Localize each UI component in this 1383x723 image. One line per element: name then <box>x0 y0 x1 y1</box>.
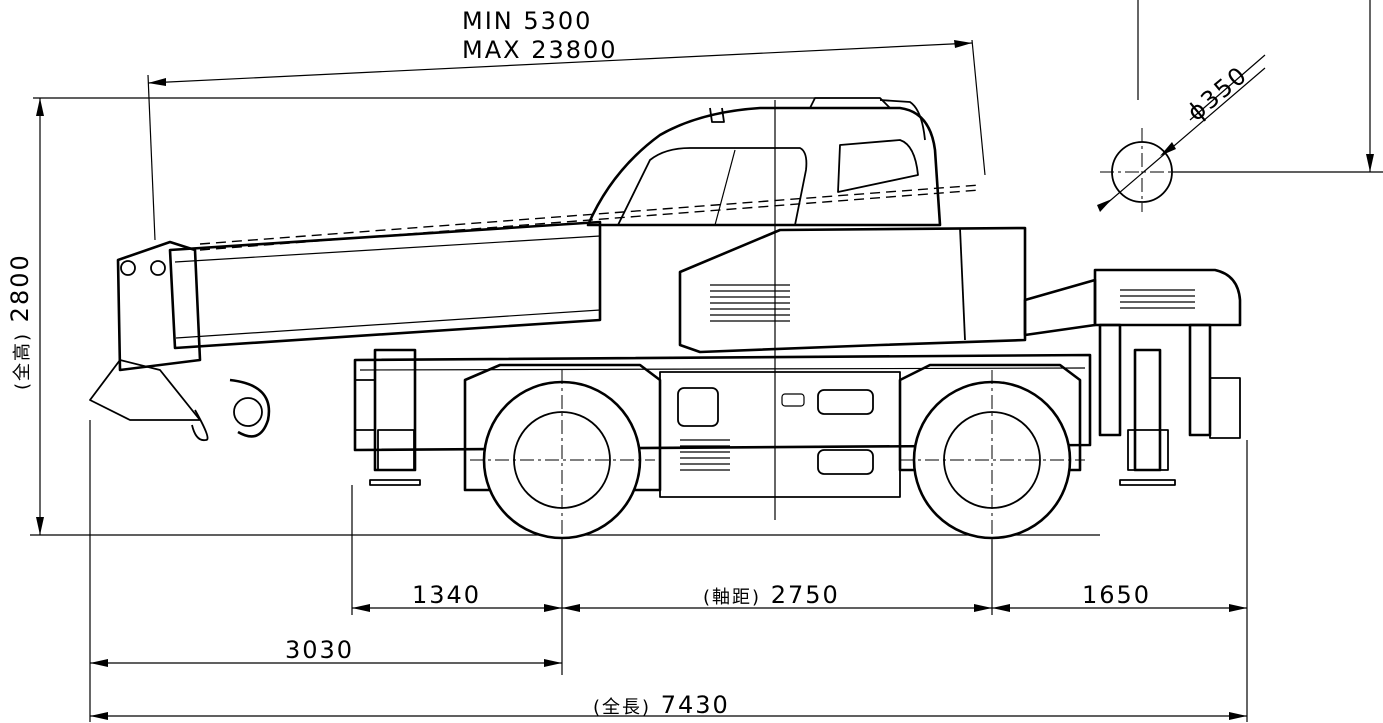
sheave-diameter-detail: ϕ350 <box>1097 0 1383 212</box>
boom-max-label: MAX 23800 <box>462 36 618 64</box>
length-prefix: (全長) <box>593 697 651 718</box>
front-overhang-label: 1340 <box>412 581 481 609</box>
front-outrigger <box>354 348 421 486</box>
sheave-diameter-label: ϕ350 <box>1182 60 1253 126</box>
rear-outrigger <box>1098 323 1241 486</box>
boom-min-label: MIN 5300 <box>462 7 592 35</box>
wheelbase-value: 2750 <box>771 581 840 609</box>
superstructure <box>678 226 1027 354</box>
operator-cab <box>586 106 942 227</box>
crane-body <box>89 97 1242 545</box>
bottom-dimension-lines <box>89 420 1248 722</box>
height-value: 2800 <box>6 253 34 322</box>
overall-height-dimension: (全高) 2800 <box>6 97 830 535</box>
carrier-grille <box>680 439 730 471</box>
length-value: 7430 <box>661 691 730 719</box>
svg-text:(全長) 7430: (全長) 7430 <box>593 691 730 719</box>
boom-length-dimension: MIN 5300 MAX 23800 <box>147 7 986 241</box>
svg-text:(全高) 2800: (全高) 2800 <box>6 253 34 390</box>
cab-front-window <box>617 147 808 226</box>
rear-grille <box>1120 289 1195 309</box>
svg-text:(軸距) 2750: (軸距) 2750 <box>703 581 840 609</box>
hook-block <box>229 378 271 438</box>
rear-engine-hood <box>1093 268 1242 327</box>
cab-side-window <box>837 139 919 193</box>
telescopic-boom <box>168 220 602 350</box>
wheelbase-prefix: (軸距) <box>703 587 761 608</box>
front-to-axle-label: 3030 <box>285 636 354 664</box>
rear-overhang-label: 1650 <box>1082 581 1151 609</box>
engine-grille <box>710 284 790 322</box>
boom-head <box>116 240 202 372</box>
height-prefix: (全高) <box>12 332 33 390</box>
